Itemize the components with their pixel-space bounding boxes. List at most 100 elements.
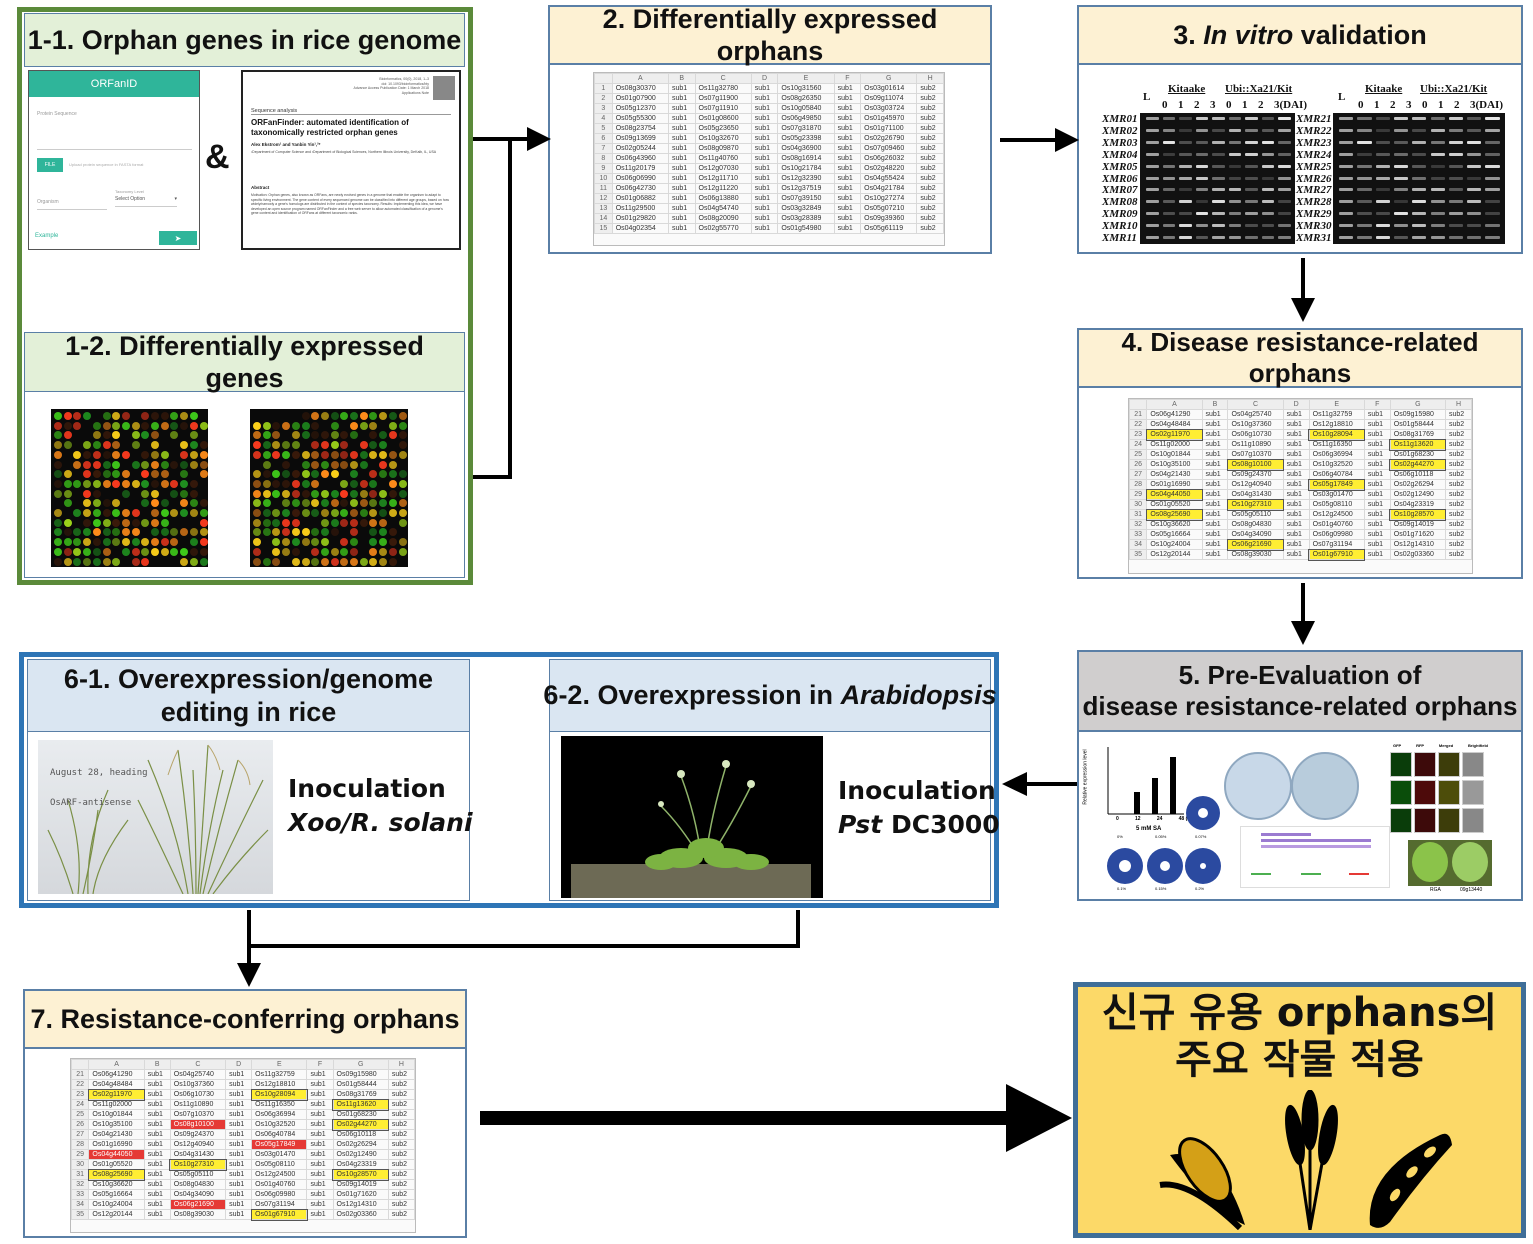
gene-label: XMR08 — [1102, 196, 1138, 209]
microarray-spot — [253, 557, 261, 566]
submit-button[interactable]: ➤ — [159, 231, 197, 245]
protein-sequence-field[interactable] — [37, 121, 192, 150]
gel-band — [1357, 188, 1372, 192]
microarray-spot — [272, 450, 281, 459]
microarray-spot — [340, 441, 349, 450]
microarray-spot — [379, 431, 388, 440]
microarray-spot — [272, 528, 281, 537]
arabidopsis-inoculation-line1: Inoculation — [838, 776, 996, 805]
gel-band — [1448, 236, 1464, 239]
table-cell: Os12g37519 — [777, 183, 835, 194]
timepoint-label: 3(DAI) — [1470, 99, 1503, 111]
table-cell: Os04g34090 — [1227, 529, 1284, 540]
table-cell: Os04g44050 — [88, 1149, 145, 1160]
microarray-spot — [151, 450, 159, 459]
microarray-spot — [112, 460, 121, 469]
table-cell: sub2 — [1444, 439, 1472, 450]
gel-band — [1467, 188, 1482, 192]
microscopy-cell — [1462, 780, 1484, 805]
microarray-spot — [73, 421, 82, 430]
table-cell: Os01g68230 — [332, 1109, 389, 1120]
microarray-spot — [73, 538, 82, 547]
microarray-spot — [102, 479, 111, 488]
table-cell: Os10g37360 — [169, 1079, 227, 1090]
microarray-spot — [253, 479, 261, 488]
gene-label: XMR07 — [1102, 184, 1138, 197]
table-cell: Os08g23754 — [611, 123, 669, 134]
table-cell: sub1 — [1363, 429, 1391, 440]
microarray-spot — [262, 479, 271, 488]
microarray-spot — [398, 499, 407, 508]
table-cell: Os10g36620 — [88, 1179, 145, 1190]
microarray-spot — [291, 538, 300, 547]
table-cell: Os11g32759 — [1308, 409, 1365, 420]
table-cell: sub2 — [916, 83, 944, 94]
row-number: 25 — [1129, 449, 1148, 460]
gel-band — [1162, 140, 1175, 144]
table-cell: sub1 — [1282, 529, 1310, 540]
microarray-spot — [54, 441, 62, 450]
table-cell: sub2 — [387, 1189, 415, 1200]
table-cell: sub1 — [750, 123, 779, 134]
table-cell: sub1 — [143, 1199, 171, 1210]
microarray-spot — [350, 499, 358, 508]
table-cell: sub1 — [833, 183, 862, 194]
microarray-spot — [141, 412, 150, 420]
microarray-spot — [253, 431, 261, 440]
table-cell: Os10g37360 — [1227, 419, 1284, 430]
organism-field[interactable] — [37, 209, 107, 210]
taxonomy-select[interactable]: Select Option ▾ — [115, 196, 177, 207]
example-link[interactable]: Example — [35, 233, 59, 239]
table-cell: sub2 — [387, 1099, 415, 1110]
gel-band — [1146, 117, 1159, 120]
microarray-spot — [330, 547, 339, 556]
row-number: 2 — [594, 93, 613, 104]
table-cell: sub1 — [1282, 549, 1310, 560]
table-cell: Os02g03360 — [332, 1209, 389, 1220]
gel-band — [1261, 140, 1274, 144]
table-cell: Os10g24004 — [88, 1199, 145, 1210]
microarray-spot — [320, 557, 329, 566]
row-number: 5 — [594, 123, 613, 134]
microarray-spot — [151, 441, 159, 450]
table-cell: Os08g20090 — [694, 213, 752, 224]
table-cell: sub1 — [1201, 439, 1229, 450]
table-cell: sub1 — [1282, 489, 1310, 500]
table-cell: Os12g07030 — [694, 163, 752, 174]
box-6-1-frame — [27, 732, 470, 901]
table-cell: sub1 — [225, 1139, 253, 1150]
table-cell: Os04g25740 — [169, 1069, 227, 1080]
microarray-spot — [189, 460, 198, 469]
microarray-spot — [379, 518, 388, 527]
upload-placeholder[interactable]: Upload protein sequence in FASTA format — [69, 162, 144, 167]
microarray-spot — [160, 470, 169, 479]
microarray-spot — [330, 450, 339, 459]
gel-band — [1212, 164, 1225, 168]
gel-band — [1146, 188, 1159, 192]
microarray-spot — [301, 538, 310, 547]
box-7-title: 7. Resistance-conferring orphans — [25, 991, 465, 1049]
column-header: G — [332, 1059, 389, 1070]
table-cell: sub1 — [143, 1139, 171, 1150]
gel-band — [1179, 224, 1192, 228]
table-cell: Os11g10890 — [1227, 439, 1284, 450]
microarray-spot — [311, 499, 320, 508]
file-upload-button[interactable]: FILE — [37, 158, 63, 172]
column-header: E — [777, 73, 835, 84]
table-cell: sub2 — [916, 93, 944, 104]
microarray-spot — [141, 547, 150, 556]
gel-band — [1212, 117, 1225, 120]
row-number: 28 — [1129, 479, 1148, 490]
dc3000-text: DC3000 — [882, 809, 1000, 839]
column-header: A — [611, 73, 669, 84]
table-cell: sub2 — [387, 1129, 415, 1140]
gel-band — [1261, 200, 1274, 204]
gel-band — [1430, 200, 1445, 204]
microarray-spot — [63, 499, 72, 508]
